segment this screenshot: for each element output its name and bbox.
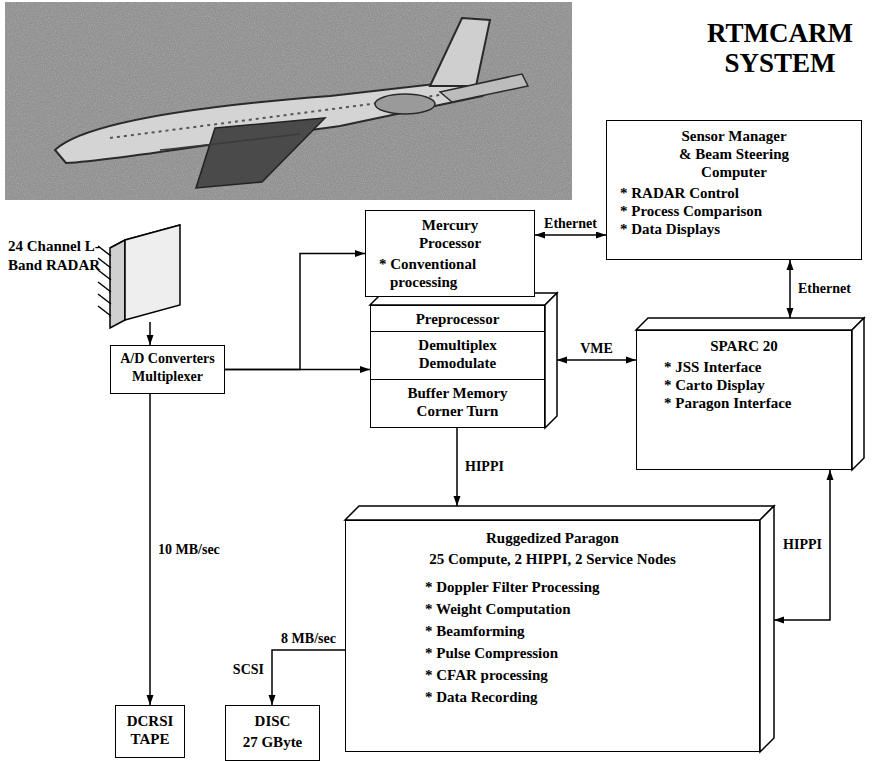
connector-label: VME xyxy=(578,341,615,357)
bullet-item: * Weight Computation xyxy=(356,598,749,620)
connector-label: HIPPI xyxy=(463,459,506,475)
box-heading: Mercury Processor xyxy=(400,216,500,252)
radar-antenna xyxy=(98,225,180,328)
connector-label: 10 MB/sec xyxy=(156,542,222,558)
box-face xyxy=(760,506,774,752)
box-face xyxy=(852,318,864,470)
aircraft-tail xyxy=(430,18,490,86)
process-box: Mercury Processor* Conventional processi… xyxy=(365,210,535,297)
bus-label: SCSI xyxy=(231,662,266,678)
box-heading: Buffer Memory Corner Turn xyxy=(403,384,513,420)
bullet-item: * Process Comparison xyxy=(615,202,853,220)
connector-arrow xyxy=(774,470,830,620)
bullet-item: * Data Recording xyxy=(356,686,749,708)
connector-label: Ethernet xyxy=(542,216,599,232)
bullet-item: * RADAR Control xyxy=(615,184,853,202)
antenna-element xyxy=(98,306,111,316)
process-box-3d: SPARC 20 * JSS Interface* Carto Display* … xyxy=(636,330,852,470)
antenna-face xyxy=(125,225,180,320)
bullet-item: * Doppler Filter Processing xyxy=(356,576,749,598)
box-face xyxy=(345,506,774,520)
box-heading: Preprocessor xyxy=(371,310,544,328)
connector-arrow xyxy=(272,650,345,705)
antenna-element xyxy=(98,294,111,304)
process-box-3d: Ruggedized Paragon 25 Compute, 2 HIPPI, 2… xyxy=(345,520,760,752)
bullet-item: * CFAR processing xyxy=(356,664,749,686)
bullet-item: * Carto Display xyxy=(645,376,843,394)
aircraft-stabilizer xyxy=(440,74,528,102)
antenna-element xyxy=(98,246,111,256)
antenna-element xyxy=(98,282,111,292)
aircraft-wing xyxy=(196,118,325,188)
box-heading: SPARC 20 xyxy=(645,337,843,355)
aircraft-stripe xyxy=(160,134,300,150)
bullet-item: * Data Displays xyxy=(615,220,853,238)
connector-arrow xyxy=(149,394,151,705)
box-heading: Demultiplex Demodulate xyxy=(403,336,513,372)
process-section: Buffer Memory Corner Turn xyxy=(371,379,544,427)
connector-arrow xyxy=(225,254,365,370)
box-heading: DISC xyxy=(228,712,317,730)
bullet-item: * Beamforming xyxy=(356,620,749,642)
aircraft-engine xyxy=(375,94,435,114)
box-face xyxy=(636,318,864,330)
diagram-title: RTMCARM SYSTEM xyxy=(690,18,870,78)
bullet-item: * Conventional processing xyxy=(372,255,528,291)
connector-label: 8 MB/sec xyxy=(279,631,338,647)
aircraft-photo xyxy=(5,2,572,200)
box-heading: Ruggedized Paragon xyxy=(356,529,749,547)
box-subheading: 25 Compute, 2 HIPPI, 2 Service Nodes xyxy=(356,550,749,568)
box-depth-faces xyxy=(345,293,864,752)
connector-arrow xyxy=(535,234,606,236)
process-box: Sensor Manager & Beam Steering Computer *… xyxy=(606,120,862,260)
connector-arrow xyxy=(557,359,636,361)
bullet-item: * Pulse Compression xyxy=(356,642,749,664)
box-depth xyxy=(345,506,774,752)
radar-label: 24 Channel L-Band RADAR xyxy=(8,237,103,275)
connector-label: HIPPI xyxy=(781,537,824,553)
connector-label: Ethernet xyxy=(796,281,853,297)
box-heading: Sensor Manager & Beam Steering Computer xyxy=(675,127,793,181)
connector-arrow xyxy=(149,322,151,345)
box-heading: DCRSI TAPE xyxy=(118,712,182,748)
box-depth xyxy=(370,293,557,428)
process-box-3d: PreprocessorDemultiplex DemodulateBuffer… xyxy=(370,305,545,428)
box-face xyxy=(545,293,557,428)
connector-arrow xyxy=(225,369,370,371)
storage-box: DCRSI TAPE xyxy=(115,705,185,758)
box-heading: A/D Converters Multiplexer xyxy=(115,350,220,386)
bullet-item: * Paragon Interface xyxy=(645,394,843,412)
box-depth xyxy=(636,318,864,470)
photo-ground xyxy=(5,2,572,200)
box-heading: 27 GByte xyxy=(228,733,317,751)
process-section: Demultiplex Demodulate xyxy=(371,331,544,379)
radar-antenna-box: 24 Channel L-Band RADAR xyxy=(8,215,193,322)
bullet-item: * JSS Interface xyxy=(645,358,843,376)
antenna-side xyxy=(110,240,125,328)
process-box: A/D Converters Multiplexer xyxy=(110,345,225,394)
storage-box: DISC 27 GByte xyxy=(225,705,320,761)
photo-grain xyxy=(5,2,572,200)
connector-arrow xyxy=(456,427,458,506)
connector-arrow xyxy=(789,260,791,318)
